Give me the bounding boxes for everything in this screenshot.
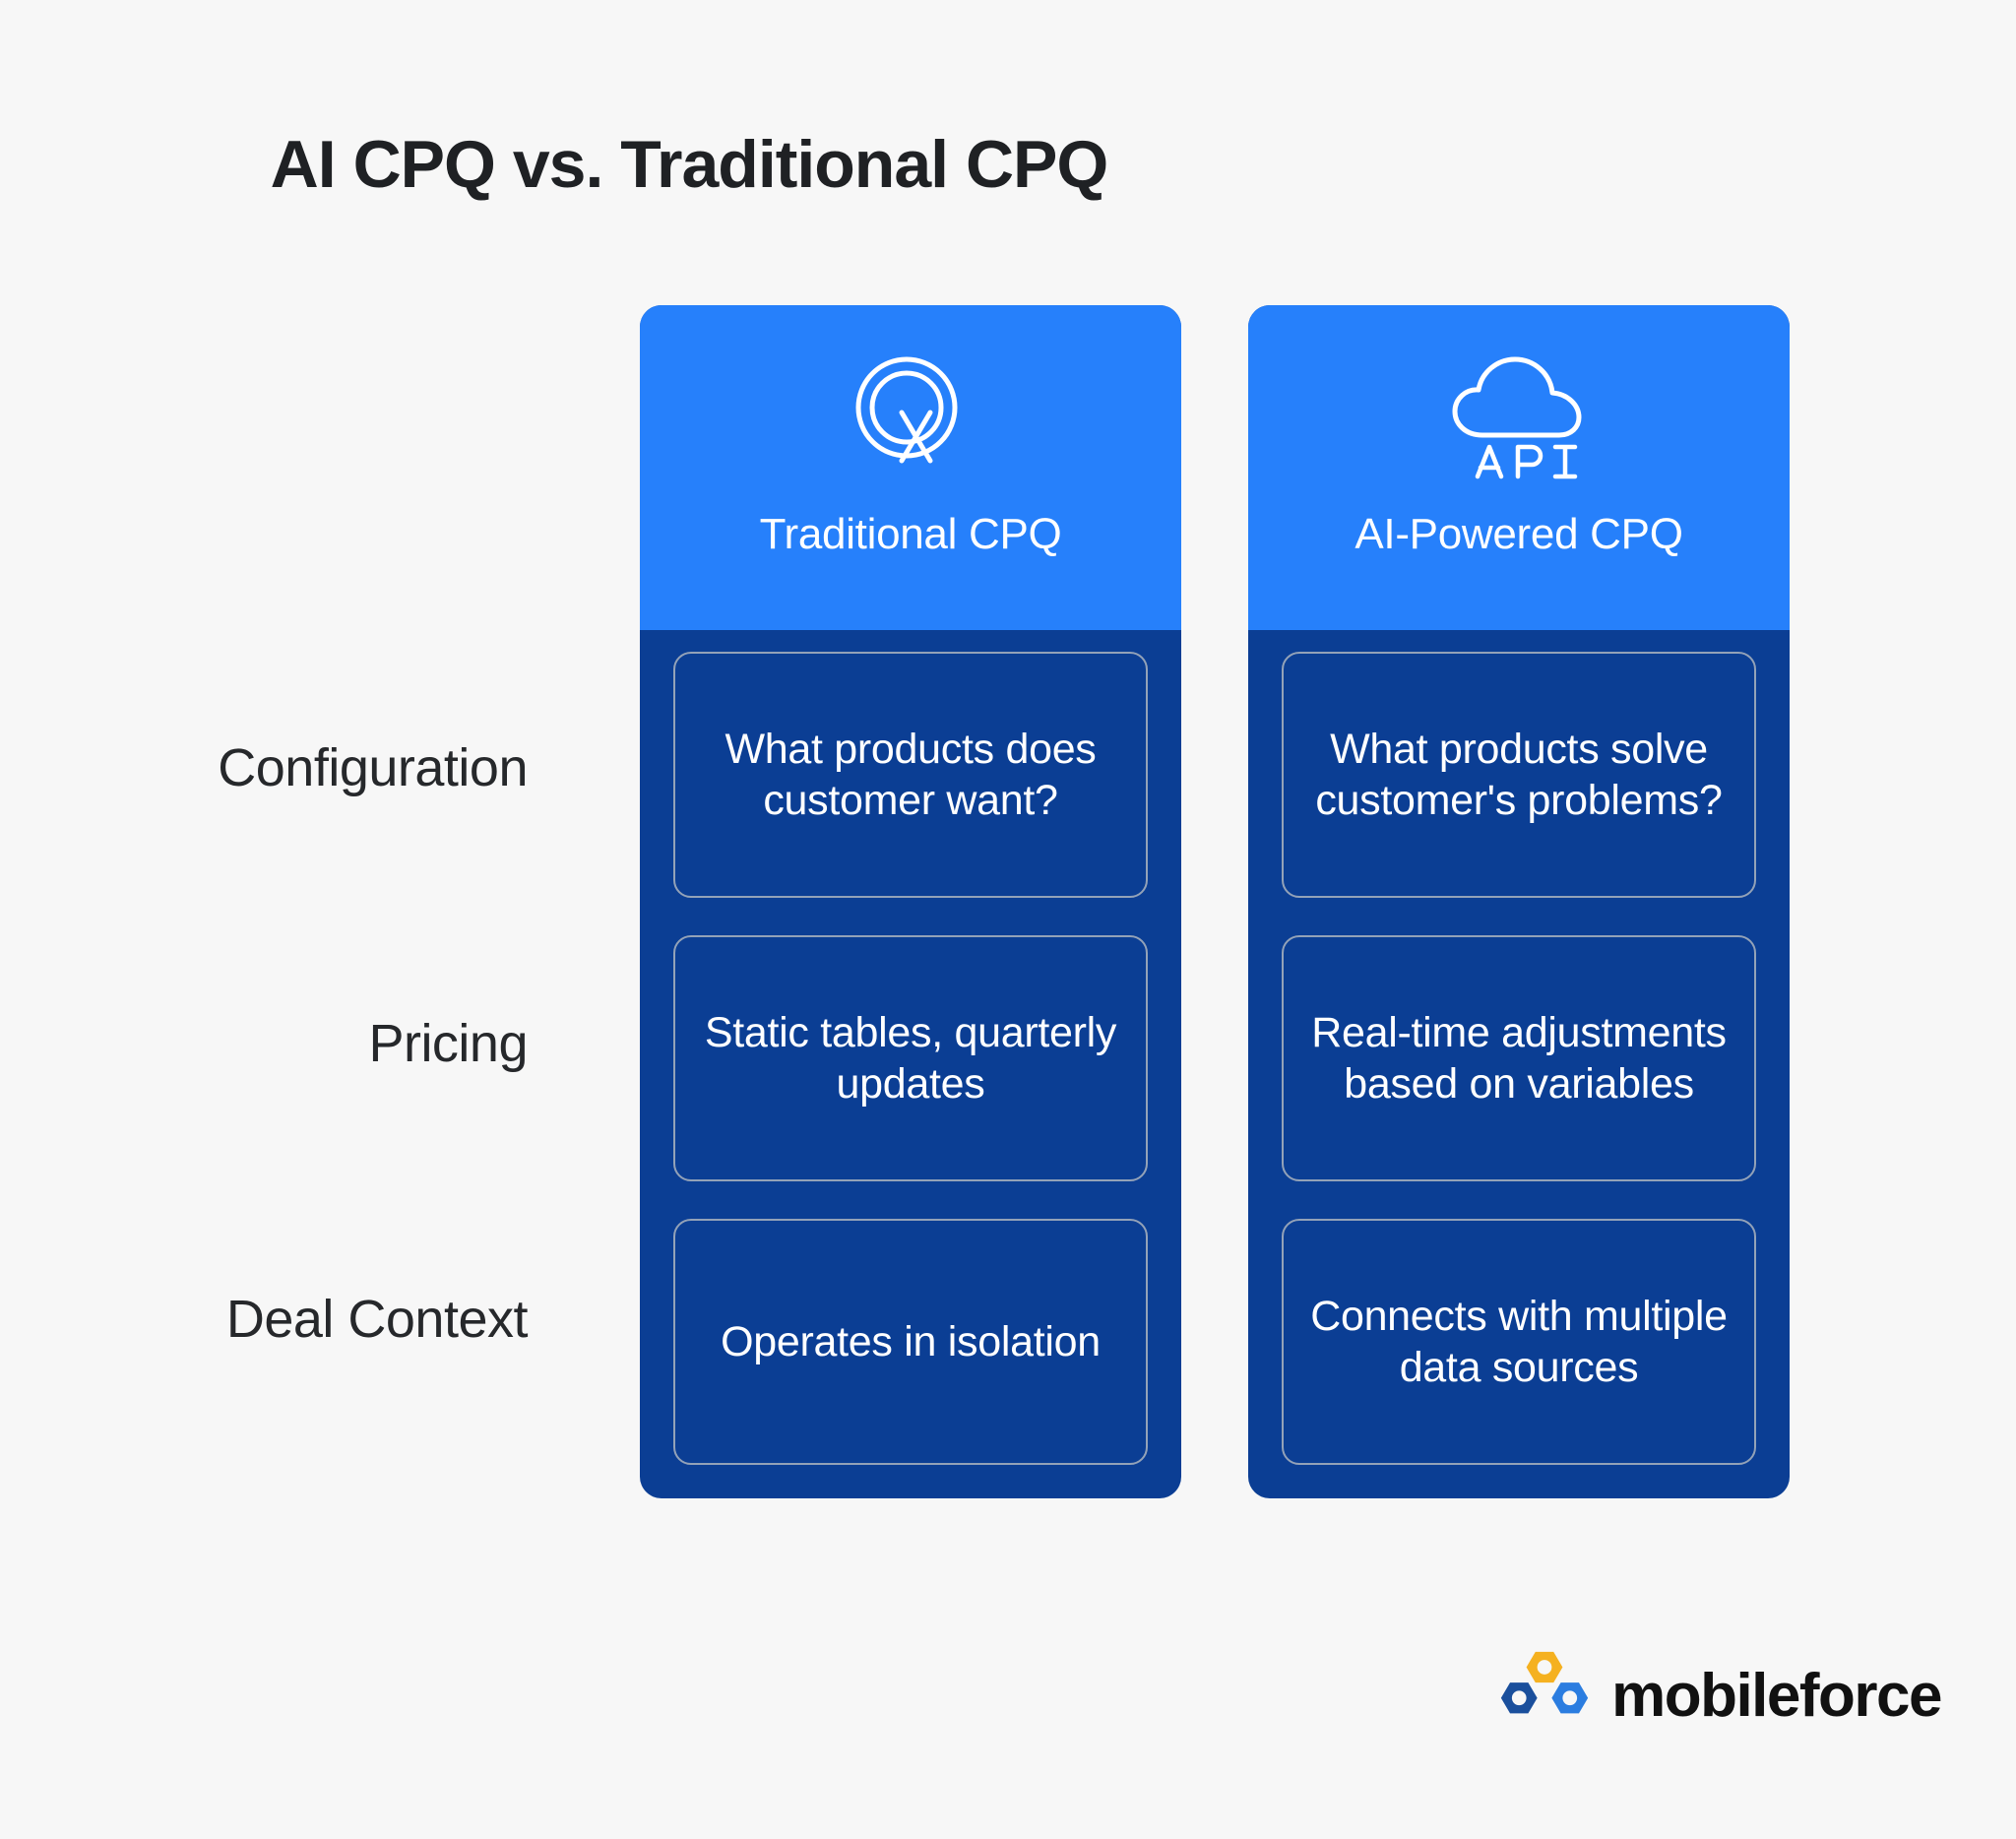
column-traditional-cpq: Traditional CPQ What products does custo… bbox=[640, 305, 1181, 1498]
column-header-traditional: Traditional CPQ bbox=[640, 305, 1181, 630]
cell-traditional-pricing: Static tables, quarterly updates bbox=[673, 935, 1148, 1181]
row-label-column: Configuration Pricing Deal Context bbox=[79, 630, 551, 1457]
mobileforce-logo-mark bbox=[1500, 1651, 1589, 1714]
column-title-ai-powered: AI-Powered CPQ bbox=[1354, 510, 1683, 558]
column-body-ai-powered: What products solve customer's problems?… bbox=[1248, 630, 1790, 1498]
column-ai-powered-cpq: AI-Powered CPQ What products solve custo… bbox=[1248, 305, 1790, 1498]
comparison-columns: Traditional CPQ What products does custo… bbox=[640, 305, 1790, 1498]
column-body-traditional: What products does customer want? Static… bbox=[640, 630, 1181, 1498]
cell-ai-deal-context: Connects with multiple data sources bbox=[1282, 1219, 1756, 1465]
cell-ai-pricing: Real-time adjustments based on variables bbox=[1282, 935, 1756, 1181]
row-label-pricing: Pricing bbox=[368, 1014, 528, 1073]
row-label-configuration: Configuration bbox=[218, 738, 528, 797]
cloud-api-icon bbox=[1445, 347, 1593, 484]
quote-q-icon bbox=[846, 347, 976, 484]
page-title: AI CPQ vs. Traditional CPQ bbox=[270, 127, 1109, 202]
cell-ai-configuration: What products solve customer's problems? bbox=[1282, 652, 1756, 898]
mobileforce-logo: mobileforce bbox=[1499, 1650, 1942, 1741]
row-label-deal-context: Deal Context bbox=[225, 1290, 529, 1349]
column-title-traditional: Traditional CPQ bbox=[759, 510, 1062, 558]
column-header-ai-powered: AI-Powered CPQ bbox=[1248, 305, 1790, 630]
mobileforce-logo-text: mobileforce bbox=[1611, 1661, 1942, 1730]
cell-traditional-deal-context: Operates in isolation bbox=[673, 1219, 1148, 1465]
cell-traditional-configuration: What products does customer want? bbox=[673, 652, 1148, 898]
